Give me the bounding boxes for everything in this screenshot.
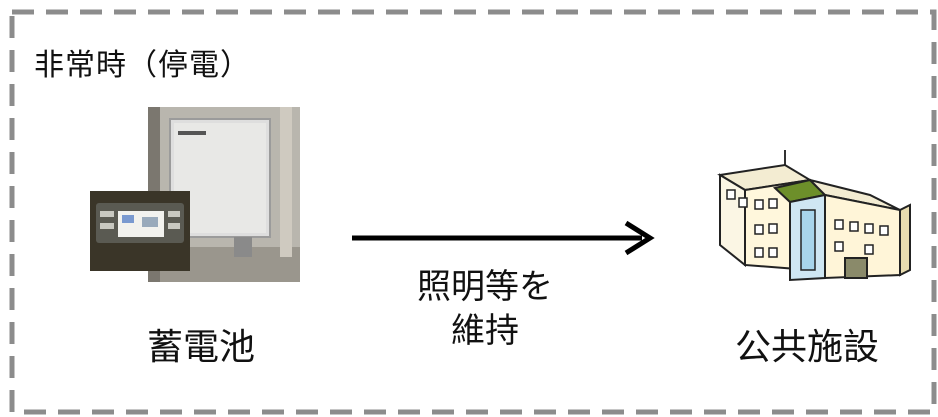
battery-label: 蓄電池 — [147, 327, 256, 368]
facility-label: 公共施設 — [735, 327, 880, 368]
arrow-label-line2: 維持 — [451, 311, 519, 351]
arrow-label: 照明等を 維持 — [410, 265, 560, 353]
battery-storage-icon — [90, 107, 300, 282]
flow-arrow — [352, 220, 655, 256]
public-building-icon — [717, 150, 911, 282]
diagram-title: 非常時（停電） — [34, 48, 251, 83]
arrow-label-line1: 照明等を — [417, 267, 553, 307]
